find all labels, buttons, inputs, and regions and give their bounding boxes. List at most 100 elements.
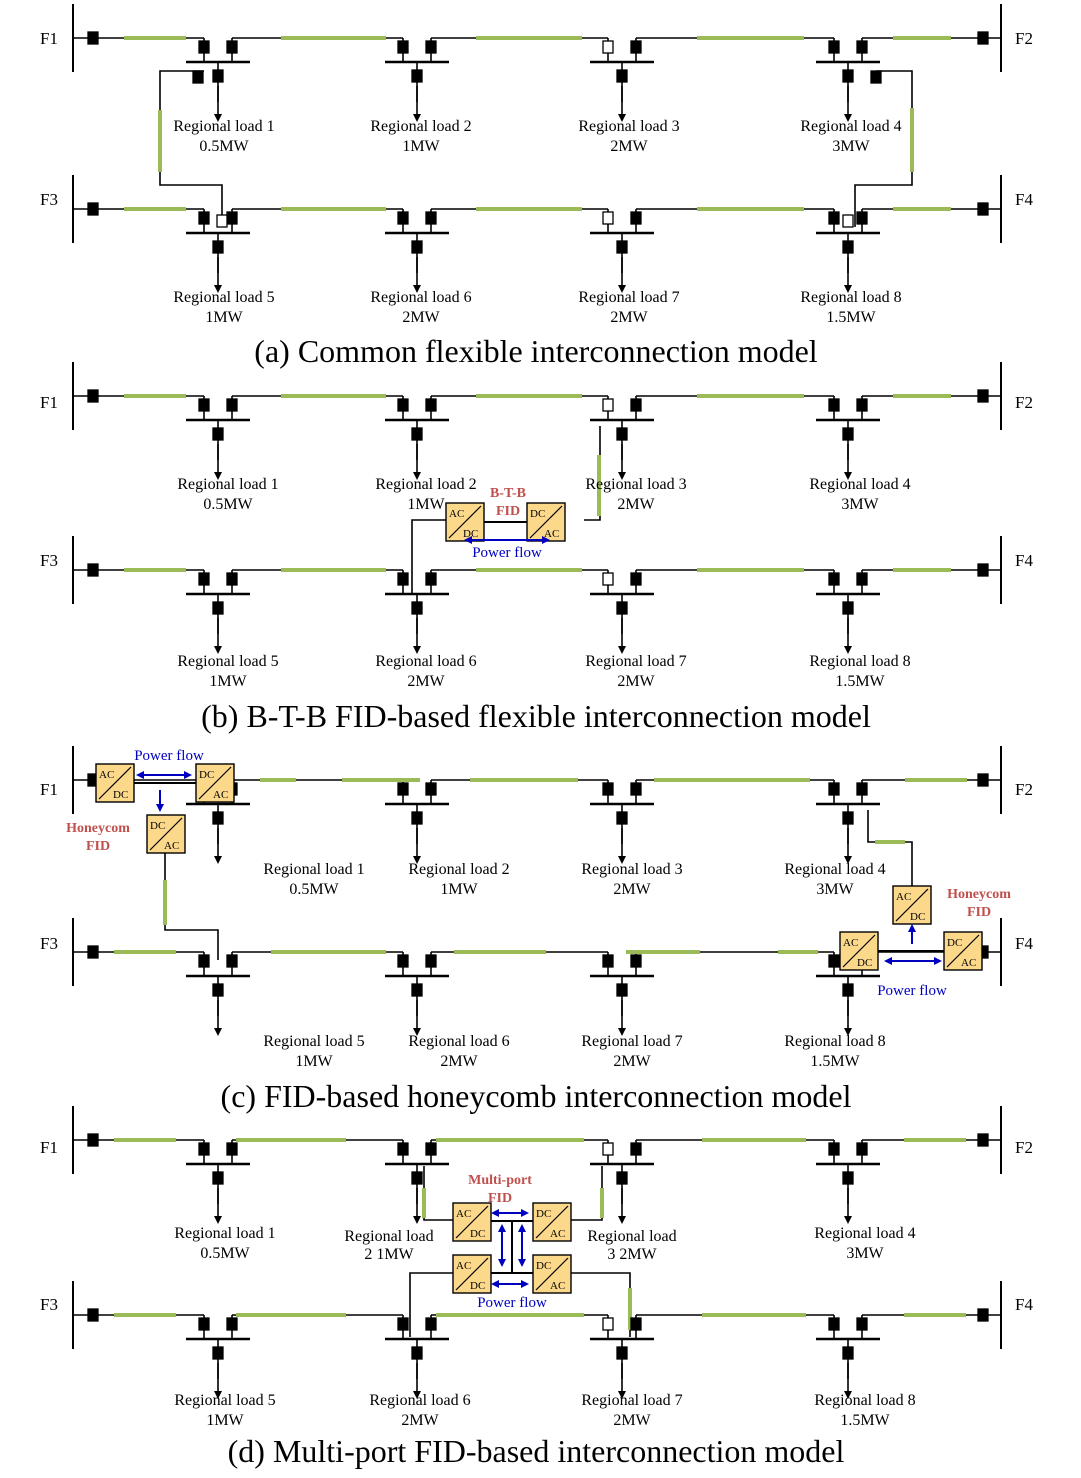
- closed-breaker: [977, 1133, 989, 1147]
- load-name: Regional load 2: [375, 476, 476, 493]
- feeder-label: F4: [1015, 934, 1033, 953]
- closed-breaker: [616, 1171, 628, 1185]
- load-power: 2MW: [613, 1053, 651, 1070]
- caption-a: (a) Common flexible interconnection mode…: [254, 333, 818, 369]
- fid-label: Multi-port: [468, 1173, 532, 1188]
- closed-breaker: [828, 1142, 840, 1156]
- fid-label: FID: [496, 504, 520, 519]
- open-switch: [842, 214, 854, 228]
- converter-bottom-label: AC: [213, 789, 228, 801]
- fid-link: [164, 853, 219, 960]
- closed-breaker: [616, 69, 628, 83]
- converter-top-label: AC: [456, 1260, 471, 1272]
- load-power: 2MW: [610, 138, 648, 155]
- closed-breaker: [630, 782, 642, 796]
- closed-breaker: [977, 389, 989, 403]
- load-power: 1MW: [295, 1053, 333, 1070]
- load-power: 1MW: [407, 496, 445, 513]
- closed-breaker: [87, 1133, 99, 1147]
- closed-breaker: [977, 202, 989, 216]
- load-name: Regional load 6: [370, 289, 471, 306]
- load-power: 0.5MW: [203, 496, 253, 513]
- closed-breaker: [226, 1142, 238, 1156]
- fid-label: FID: [967, 905, 991, 920]
- closed-breaker: [226, 40, 238, 54]
- load-name: Regional load 4: [814, 1225, 915, 1242]
- load-power: 1MW: [402, 138, 440, 155]
- closed-breaker: [397, 782, 409, 796]
- load-power: 2MW: [401, 1412, 439, 1429]
- converter-bottom-label: AC: [164, 840, 179, 852]
- closed-breaker: [856, 398, 868, 412]
- closed-breaker: [828, 211, 840, 225]
- closed-breaker: [842, 983, 854, 997]
- power-flow-label: Power flow: [134, 748, 204, 764]
- fid-link: [571, 1166, 603, 1221]
- converter-bottom-label: AC: [550, 1280, 565, 1292]
- closed-breaker: [425, 782, 437, 796]
- closed-breaker: [856, 1142, 868, 1156]
- load-name: Regional load 1: [173, 118, 274, 135]
- closed-breaker: [212, 1346, 224, 1360]
- closed-breaker: [602, 954, 614, 968]
- closed-breaker: [397, 40, 409, 54]
- closed-breaker: [856, 572, 868, 586]
- load-name: Regional load 6: [375, 653, 476, 670]
- load-power: 2MW: [617, 673, 655, 690]
- feeder-label: F1: [40, 780, 58, 799]
- closed-breaker: [87, 389, 99, 403]
- closed-breaker: [630, 954, 642, 968]
- closed-breaker: [630, 1317, 642, 1331]
- load-power: 3 2MW: [607, 1246, 657, 1263]
- converter-box: DC AC: [532, 1254, 572, 1294]
- load-name: Regional load 8: [809, 653, 910, 670]
- load-power: 2MW: [610, 309, 648, 326]
- closed-breaker: [425, 954, 437, 968]
- tie-line: [159, 70, 223, 227]
- converter-top-label: DC: [947, 937, 962, 949]
- load-name: Regional load 1: [177, 476, 278, 493]
- converter-bottom-label: AC: [544, 528, 559, 540]
- converter-box: DC AC: [943, 931, 983, 971]
- load-power: 2MW: [402, 309, 440, 326]
- load-name: Regional load 8: [800, 289, 901, 306]
- closed-breaker: [602, 782, 614, 796]
- feeder-label: F3: [40, 551, 58, 570]
- closed-breaker: [198, 572, 210, 586]
- load-name: Regional load 1: [174, 1225, 275, 1242]
- load-power: 0.5MW: [200, 1245, 250, 1262]
- closed-breaker: [977, 31, 989, 45]
- closed-breaker: [198, 398, 210, 412]
- converter-top-label: AC: [99, 769, 114, 781]
- closed-breaker: [630, 398, 642, 412]
- converter-bottom-label: DC: [470, 1228, 485, 1240]
- closed-breaker: [226, 572, 238, 586]
- closed-breaker: [226, 954, 238, 968]
- load-name: Regional load 2: [370, 118, 471, 135]
- load-power: 3MW: [841, 496, 879, 513]
- load-power: 1MW: [206, 1412, 244, 1429]
- load-name: Regional load 1: [263, 861, 364, 878]
- converter-top-label: DC: [536, 1260, 551, 1272]
- load-name: Regional load 8: [814, 1392, 915, 1409]
- closed-breaker: [226, 398, 238, 412]
- converter-bottom-label: AC: [961, 957, 976, 969]
- load-power: 0.5MW: [289, 881, 339, 898]
- closed-breaker: [198, 1142, 210, 1156]
- closed-breaker: [397, 398, 409, 412]
- closed-breaker: [425, 572, 437, 586]
- load-power: 2 1MW: [364, 1246, 414, 1263]
- closed-breaker: [226, 211, 238, 225]
- converter-top-label: DC: [150, 820, 165, 832]
- load-power: 1.5MW: [810, 1053, 860, 1070]
- feeder-label: F2: [1015, 1138, 1033, 1157]
- closed-breaker: [411, 69, 423, 83]
- closed-breaker: [411, 983, 423, 997]
- load-name: Regional load 3: [585, 476, 686, 493]
- closed-breaker: [212, 427, 224, 441]
- closed-breaker: [212, 69, 224, 83]
